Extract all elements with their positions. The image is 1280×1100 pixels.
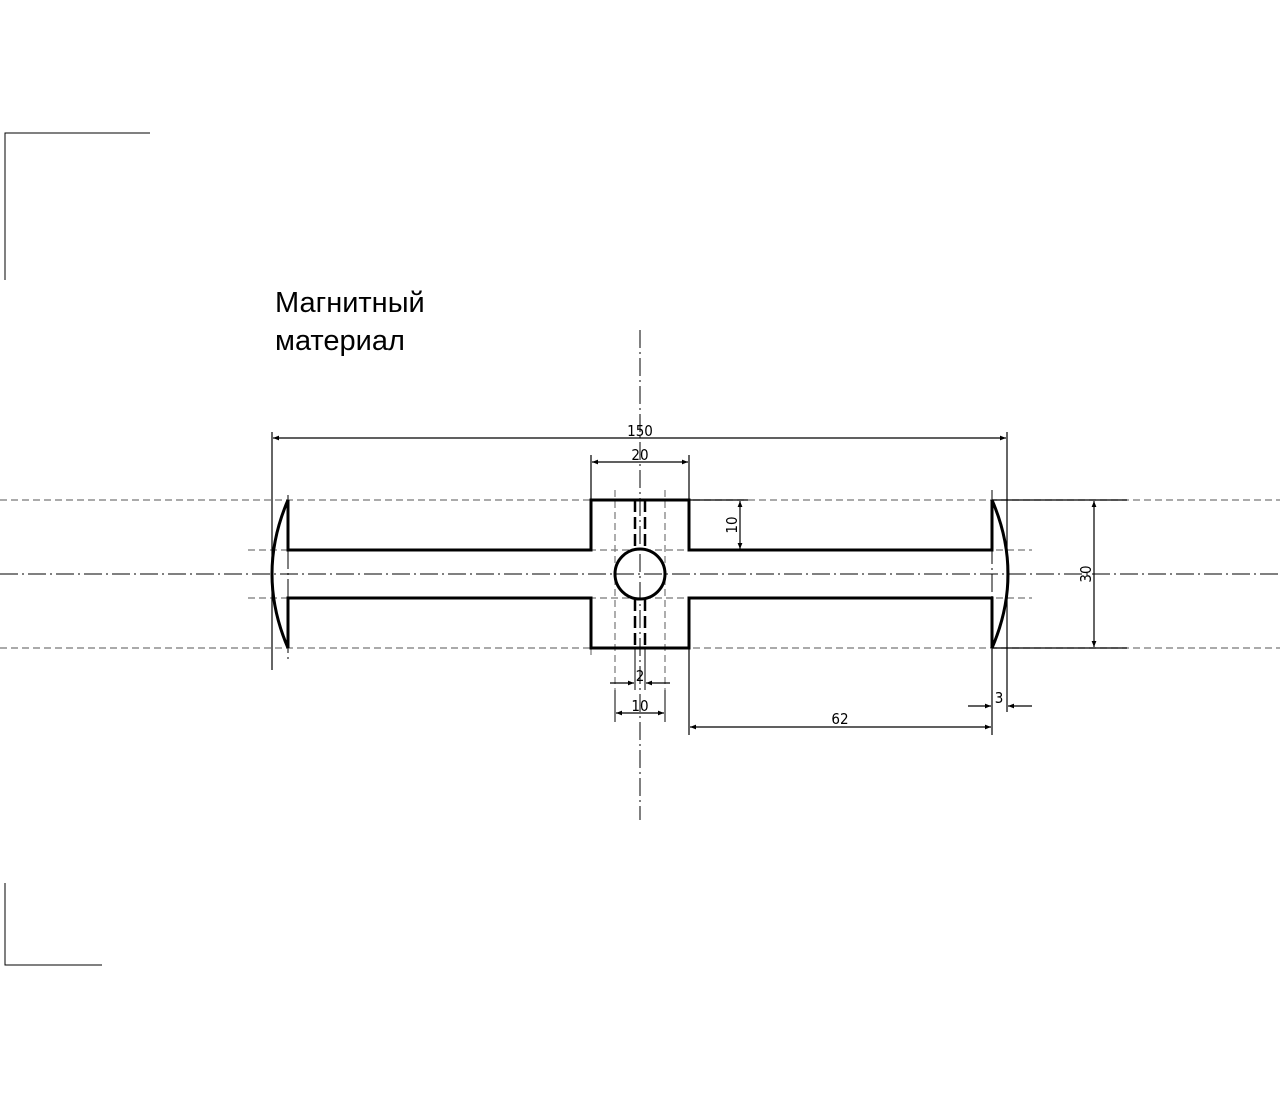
dim-height: 30 [1077, 565, 1095, 582]
slot-extension [614, 648, 666, 722]
slot-lines [633, 500, 647, 648]
dimension-lines [271, 432, 1127, 735]
frame-corners [4, 132, 150, 966]
material-label: Магнитный материал [275, 284, 425, 360]
dim-arm-offset: 10 [723, 516, 741, 533]
dim-arm-length: 62 [831, 710, 848, 728]
center-lines [0, 330, 1280, 820]
material-label-line2: материал [275, 325, 405, 357]
hole-circle [613, 547, 667, 601]
dim-hole-diameter: 10 [631, 697, 648, 715]
dim-slot-width: 2 [636, 667, 645, 685]
dim-overall-length: 150 [627, 422, 653, 440]
dim-head-depth: 3 [995, 689, 1004, 707]
material-label-line1: Магнитный [275, 287, 425, 319]
part-outline [270, 498, 1010, 650]
dim-block-width: 20 [631, 446, 648, 464]
